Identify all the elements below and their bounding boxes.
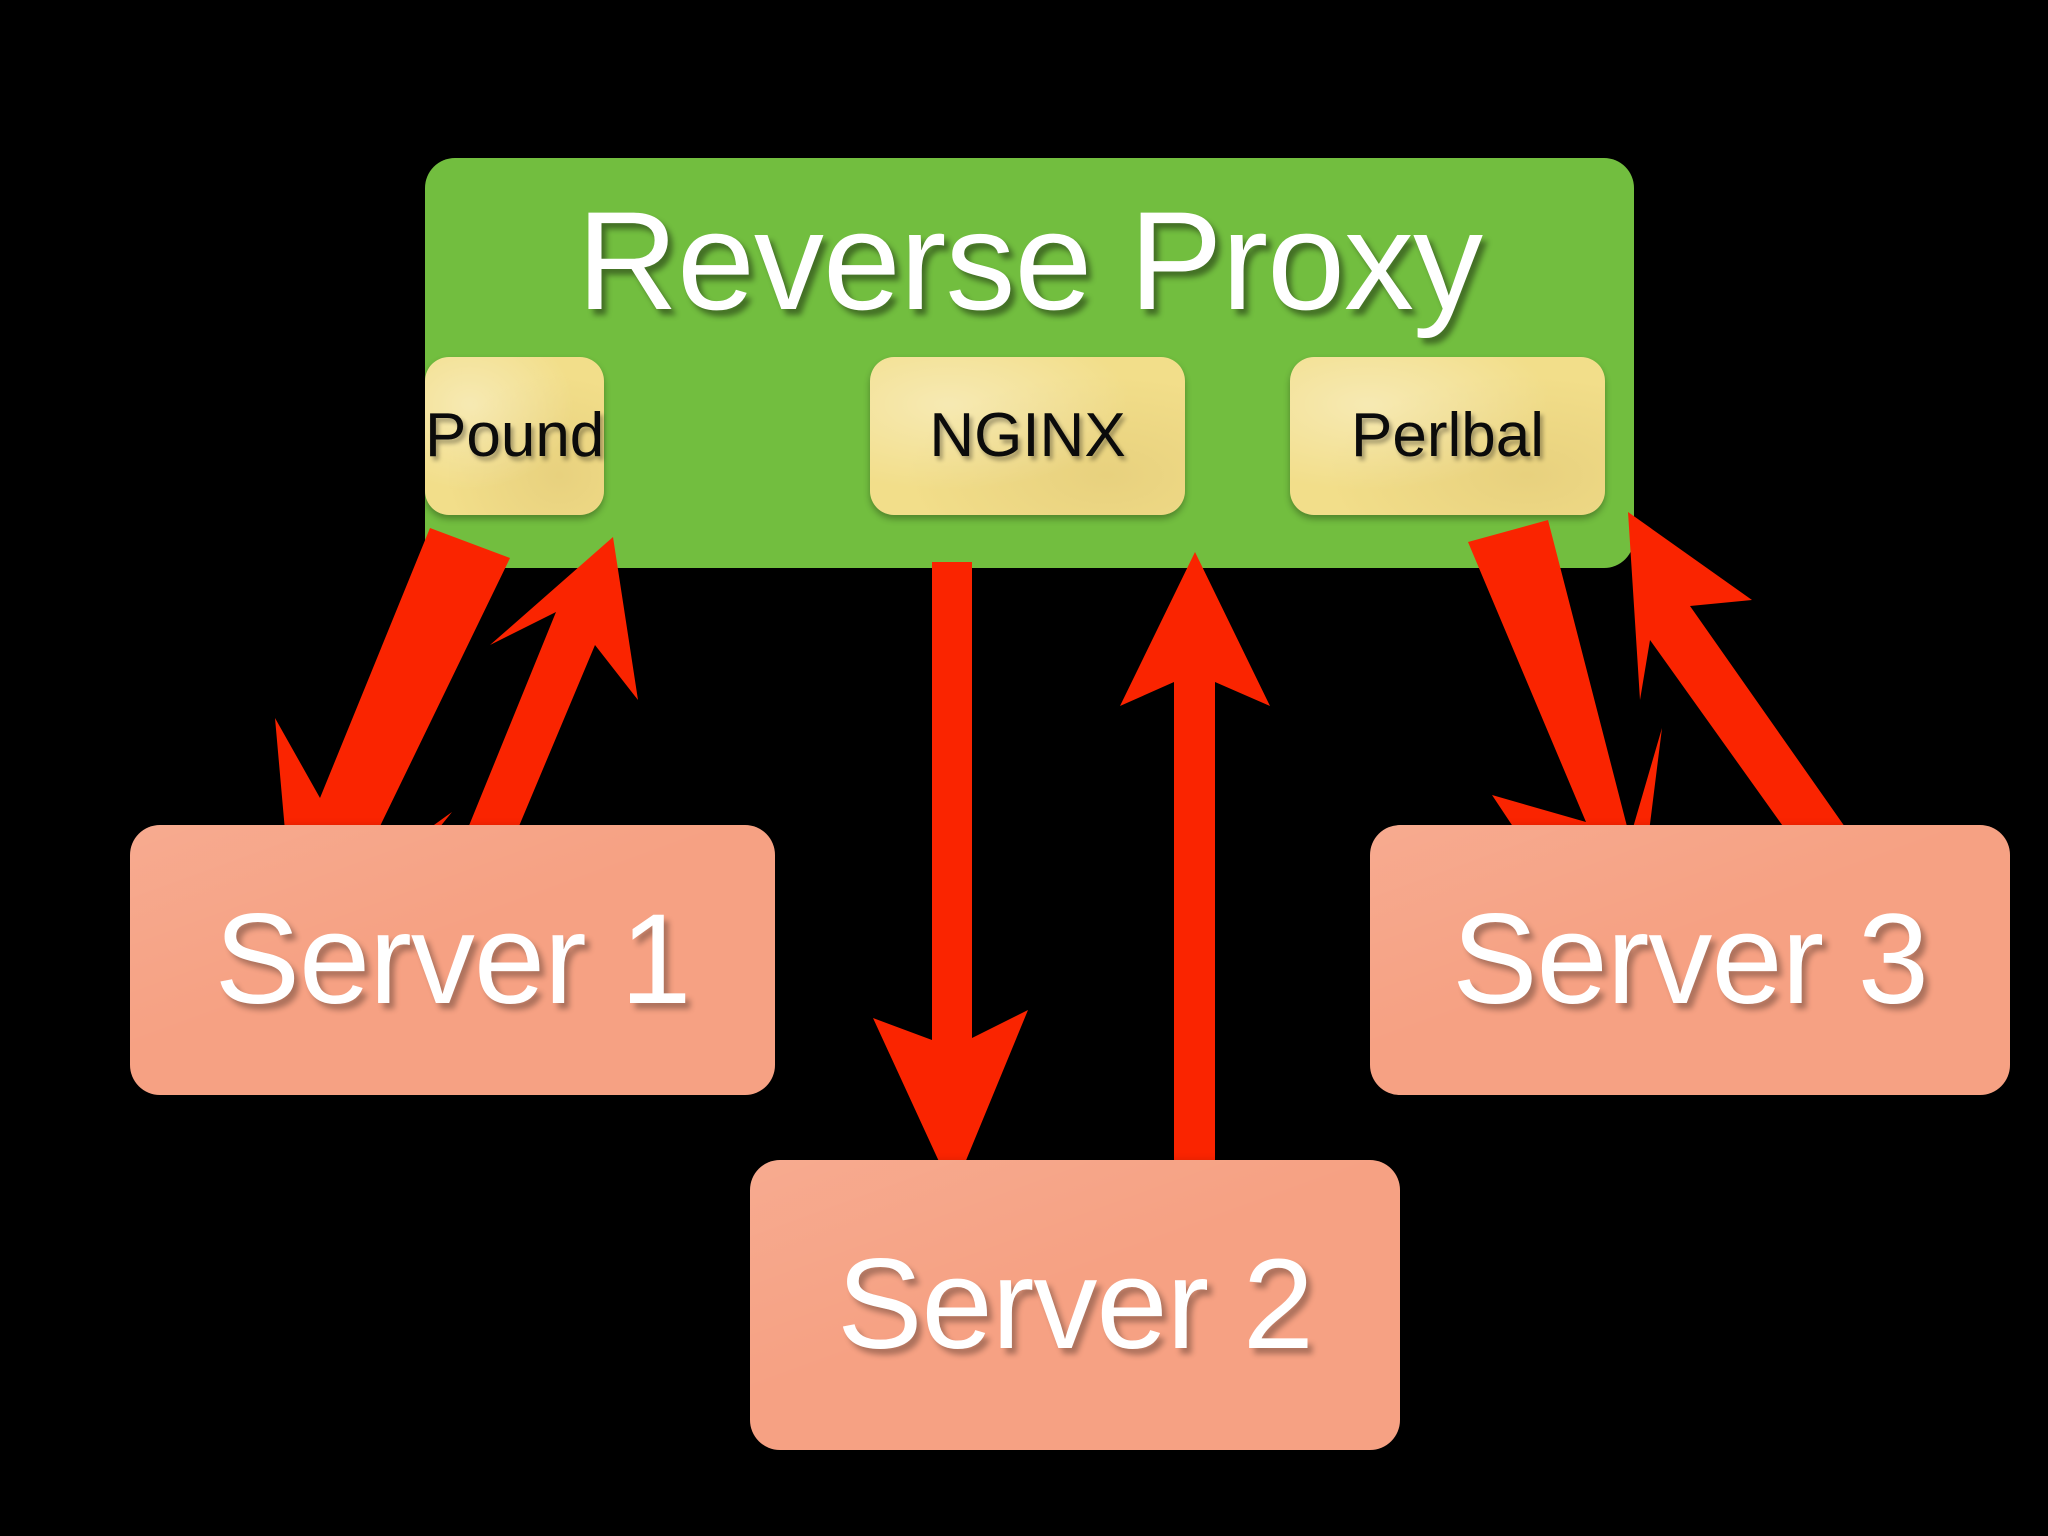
server-label: Server 2 (837, 1233, 1314, 1376)
proxy-software-label: Pound (425, 401, 605, 470)
server-node-2[interactable]: Server 2 (750, 1160, 1400, 1450)
server-label: Server 1 (214, 888, 692, 1031)
server-node-3[interactable]: Server 3 (1370, 825, 2010, 1095)
arrow-proxy-to-server-2 (873, 562, 1028, 1192)
proxy-software-label: NGINX (929, 401, 1126, 470)
proxy-software-pound[interactable]: Pound (425, 357, 605, 515)
reverse-proxy-box[interactable]: Reverse Proxy NGINX Perlbal Pound (425, 158, 1634, 568)
proxy-software-perlbal[interactable]: Perlbal (1290, 357, 1605, 515)
server-node-1[interactable]: Server 1 (130, 825, 775, 1095)
server-label: Server 3 (1452, 888, 1929, 1031)
proxy-software-nginx[interactable]: NGINX (870, 357, 1185, 515)
reverse-proxy-title: Reverse Proxy (576, 182, 1483, 339)
proxy-software-label: Perlbal (1351, 401, 1544, 470)
